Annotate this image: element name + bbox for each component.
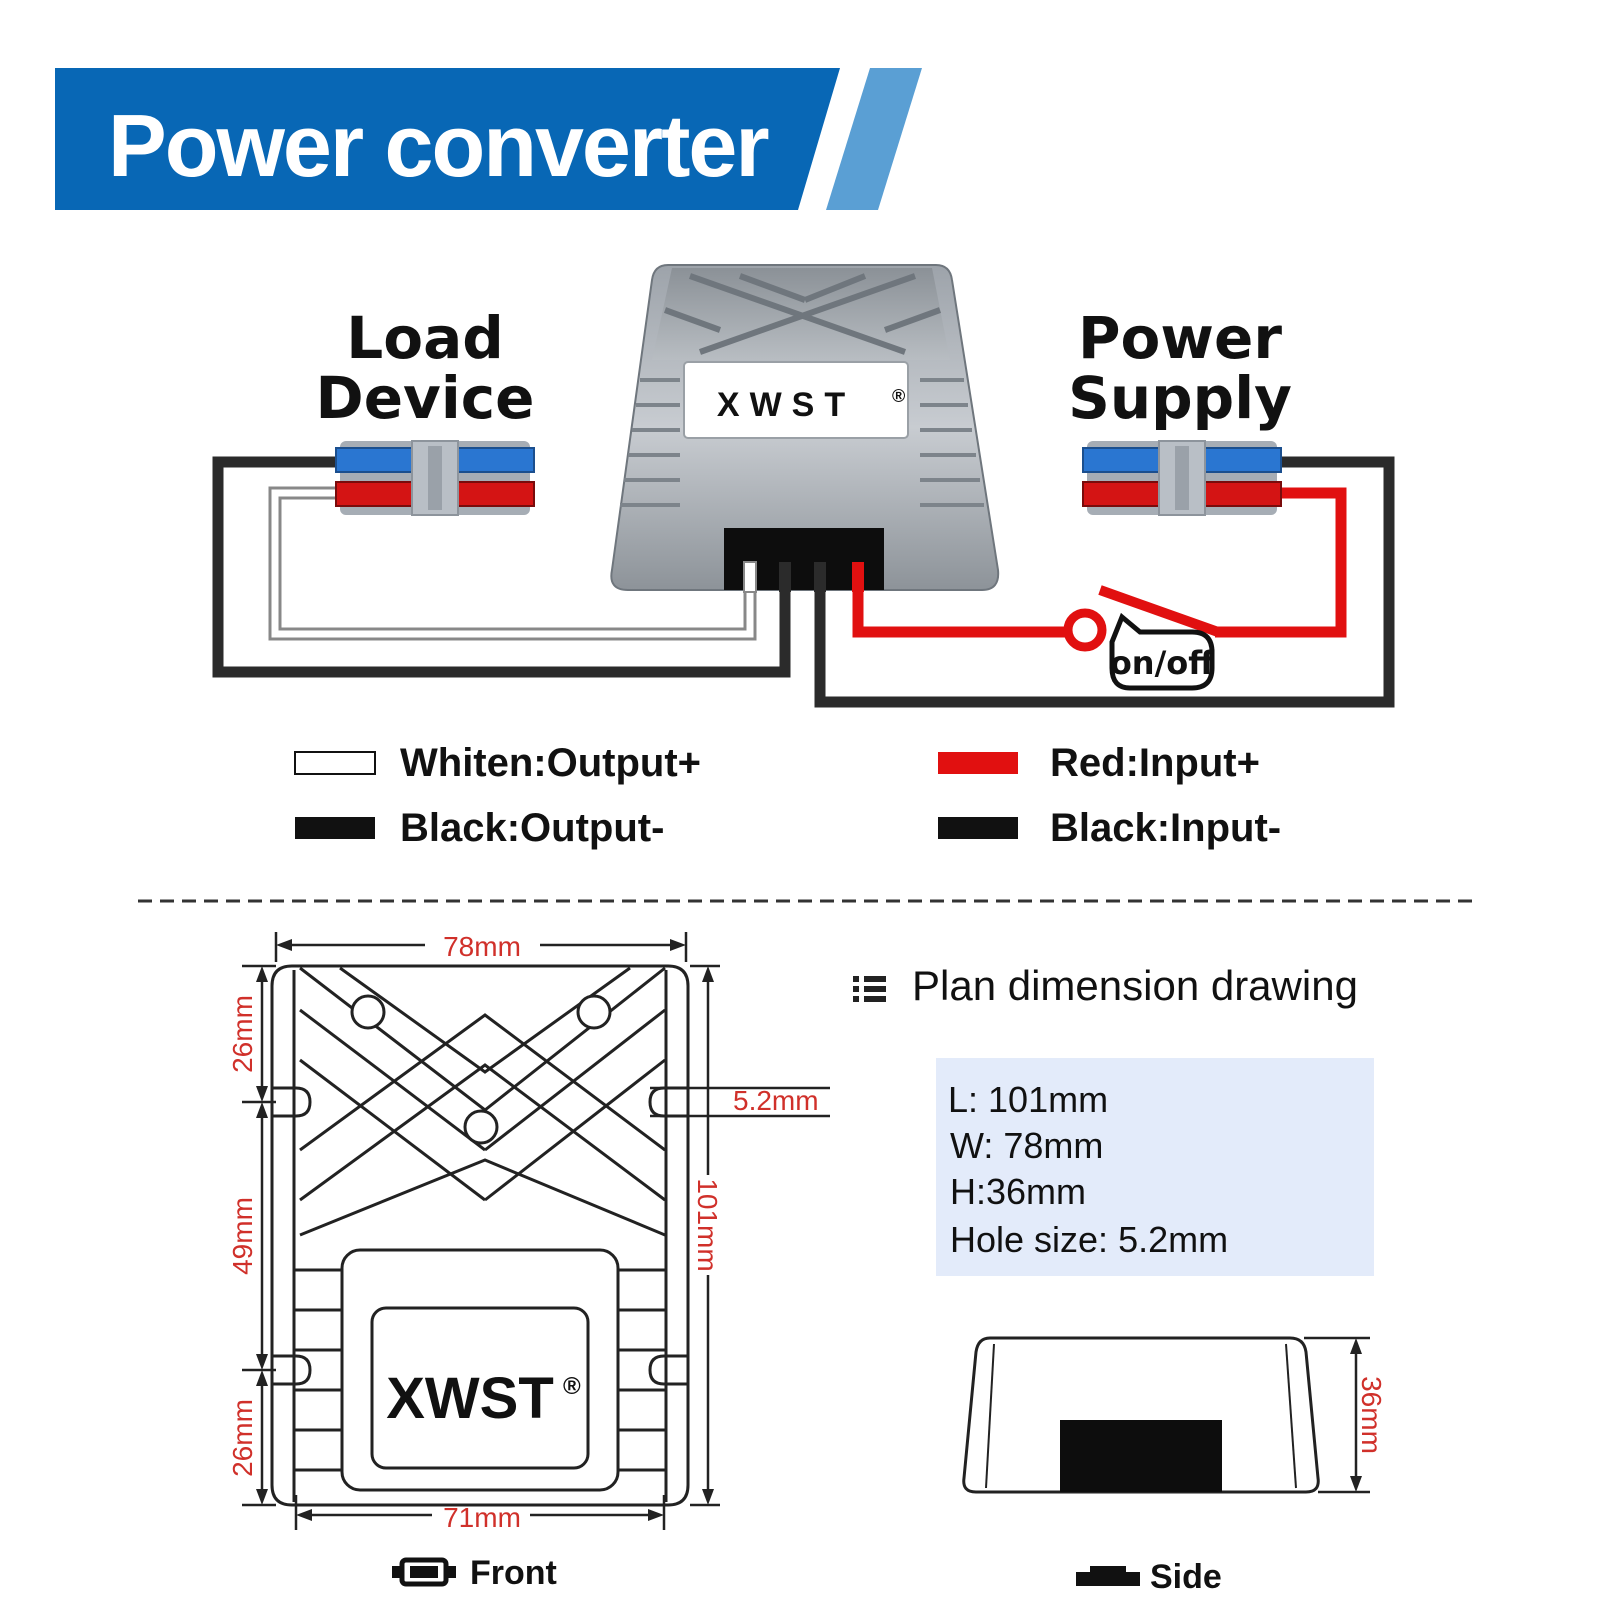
- side-outline: [962, 1336, 1320, 1494]
- wire-black-output-minus: [212, 456, 791, 678]
- wiring-diagram: Load Device Power Supply on/off: [212, 264, 1395, 708]
- spec-height: H:36mm: [950, 1171, 1086, 1212]
- list-icon: [853, 976, 886, 1002]
- converter-label-plate: [683, 361, 909, 439]
- front-outline: [270, 964, 690, 1507]
- header-bar: [55, 68, 840, 210]
- legend-swatch-black-output: [295, 817, 375, 839]
- legend-swatch-black-input: [938, 817, 1018, 839]
- wires: [212, 456, 1395, 708]
- header-slash: [826, 68, 922, 210]
- terminal-red: [852, 562, 864, 592]
- front-registered-mark: ®: [563, 1373, 581, 1400]
- switch-pivot: [1063, 608, 1107, 652]
- converter-registered-mark: ®: [892, 386, 905, 406]
- legend-label-black-input-minus: Black:Input-: [1050, 806, 1281, 850]
- legend-swatch-white: [294, 751, 376, 775]
- dim-width-top: 78mm: [443, 931, 521, 962]
- spec-width: W: 78mm: [950, 1125, 1103, 1166]
- front-brand: XWST: [386, 1366, 554, 1431]
- front-view-icon: [392, 1557, 456, 1587]
- spec-hole-size: Hole size: 5.2mm: [950, 1219, 1228, 1260]
- load-connector-blue-right: [457, 447, 535, 473]
- spec-length: L: 101mm: [948, 1079, 1108, 1120]
- specs-panel: [936, 1058, 1374, 1276]
- on-off-switch: on/off: [1063, 585, 1220, 691]
- supply-connector-red-left: [1082, 481, 1160, 507]
- power-supply-label-line2: Supply: [1068, 364, 1292, 432]
- wire-white-output-plus: [271, 489, 754, 638]
- front-dimension-lines: [242, 932, 830, 1530]
- terminal-black-input: [814, 562, 826, 592]
- converter-device: XWST ®: [610, 264, 1000, 593]
- dim-left-mid: 49mm: [227, 1197, 258, 1275]
- supply-connector-blue-left: [1082, 447, 1160, 473]
- dim-width-bottom: 71mm: [443, 1502, 521, 1533]
- side-view-drawing: 36mm: [962, 1336, 1387, 1494]
- supply-connector-red-right: [1204, 481, 1282, 507]
- wire-black-input-minus: [814, 456, 1395, 708]
- load-connector-red-left: [335, 481, 413, 507]
- supply-connector-blue-right: [1204, 447, 1282, 473]
- load-connector: [335, 440, 535, 516]
- front-dimension-drawing: [270, 964, 690, 1507]
- load-device-label-line2: Device: [316, 364, 535, 432]
- converter-fins: [663, 273, 942, 355]
- converter-brand: XWST: [717, 386, 855, 424]
- terminal-black-output: [779, 562, 791, 592]
- page-title: Power converter: [108, 96, 768, 195]
- supply-connector: [1082, 440, 1282, 516]
- switch-label: on/off: [1110, 644, 1215, 682]
- wire-red-input-plus-supply: [1215, 487, 1347, 638]
- plan-dimension-section: Plan dimension drawing L: 101mm W: 78mm …: [853, 962, 1374, 1276]
- side-label: Side: [1150, 1558, 1222, 1596]
- wire-legend: Whiten:Output+ Black:Output- Red:Input+ …: [294, 741, 1281, 850]
- legend-swatch-red: [938, 752, 1018, 774]
- section-title: Plan dimension drawing: [912, 962, 1358, 1009]
- legend-label-red-input-plus: Red:Input+: [1050, 741, 1260, 785]
- load-connector-red-right: [457, 481, 535, 507]
- header-banner: Power converter: [55, 68, 922, 210]
- legend-label-white-output-plus: Whiten:Output+: [400, 741, 701, 785]
- side-caption: Side: [1076, 1558, 1222, 1596]
- switch-lever: [1098, 585, 1220, 637]
- terminal-white: [743, 561, 757, 593]
- power-supply-label-line1: Power: [1078, 304, 1282, 372]
- side-view-icon: [1076, 1566, 1140, 1586]
- dim-height: 36mm: [1356, 1376, 1387, 1454]
- front-label: Front: [470, 1554, 557, 1592]
- converter-side-ribs: [620, 378, 984, 507]
- dim-left-top: 26mm: [227, 995, 258, 1073]
- switch-label-bubble: [1109, 612, 1215, 691]
- load-device-label-line1: Load: [346, 304, 503, 372]
- dim-hole: 5.2mm: [733, 1085, 819, 1116]
- legend-label-black-output-minus: Black:Output-: [400, 806, 664, 850]
- front-caption: Front: [392, 1554, 557, 1592]
- dim-length: 101mm: [692, 1178, 723, 1271]
- load-connector-blue-left: [335, 447, 413, 473]
- dim-left-bottom: 26mm: [227, 1399, 258, 1477]
- side-terminal-block: [1060, 1420, 1222, 1492]
